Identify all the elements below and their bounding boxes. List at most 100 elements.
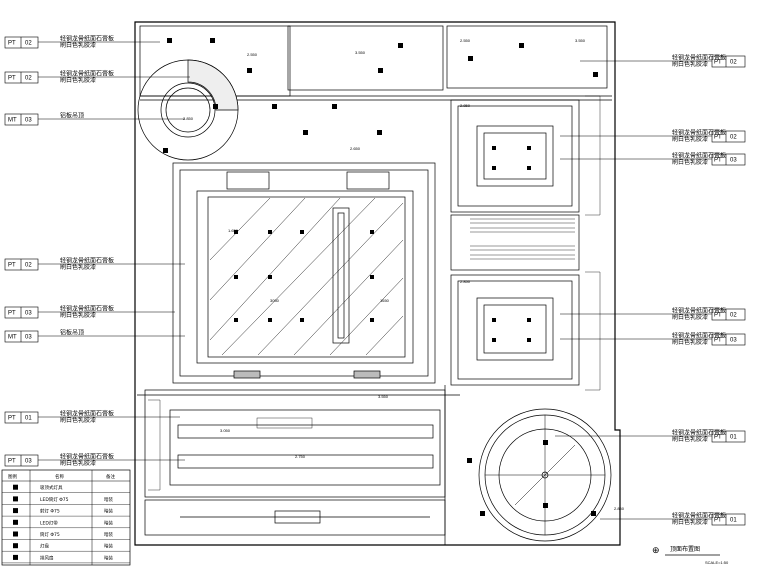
dim-label: 1.650 bbox=[228, 228, 239, 233]
legend-name: 吸顶式灯具 bbox=[40, 484, 63, 491]
tag-note: 轻钢龙骨纸面石膏板 bbox=[672, 129, 726, 137]
legend-row: 排风扇暗装 bbox=[2, 554, 130, 564]
legend-header-note: 备注 bbox=[106, 473, 115, 480]
tag-note: 轻钢龙骨纸面石膏板 bbox=[60, 305, 114, 313]
tag-code: PT bbox=[8, 459, 16, 465]
tag-note: 轻钢龙骨纸面石膏板 bbox=[672, 512, 726, 520]
tag-subnote: 刷白色乳胶漆 bbox=[672, 518, 708, 526]
legend-note: 暗装 bbox=[104, 554, 113, 561]
dim-label: 2.750 bbox=[295, 454, 306, 459]
legend-row: LED灯带暗装 bbox=[2, 519, 130, 528]
tag-code: PT bbox=[8, 263, 16, 269]
tag-subnote: 刷白色乳胶漆 bbox=[60, 263, 96, 271]
legend-header-name: 名称 bbox=[55, 473, 64, 480]
dim-label: 2.850 bbox=[614, 506, 625, 511]
legend-note: 暗装 bbox=[104, 531, 113, 538]
dim-label: 2.550 bbox=[247, 52, 258, 57]
tag-note: 轻钢龙骨纸面石膏板 bbox=[672, 152, 726, 160]
dim-label: 2.850 bbox=[460, 279, 471, 284]
tag-note: 轻钢龙骨纸面石膏板 bbox=[60, 257, 114, 265]
tag-code: MT bbox=[8, 118, 17, 124]
tag-code: PT bbox=[714, 313, 722, 319]
legend-name: 筒灯 Φ75 bbox=[40, 531, 60, 538]
legend-row: 筒灯 Φ75 暗装 bbox=[2, 531, 130, 540]
tag-code: PT bbox=[8, 41, 16, 47]
tag-subnote: 刷白色乳胶漆 bbox=[60, 459, 96, 467]
dim-label: 2.650 bbox=[350, 146, 361, 151]
dim-label: 1650 bbox=[380, 298, 390, 303]
legend-name: 灯盘 bbox=[40, 543, 49, 550]
tag-note: 铝板吊顶 bbox=[60, 329, 84, 337]
legend-symbol bbox=[13, 531, 18, 537]
tag-subnote: 刷白色乳胶漆 bbox=[672, 338, 708, 346]
legend-symbol bbox=[13, 496, 18, 502]
tag-number: 03 bbox=[25, 335, 32, 341]
tag-code: PT bbox=[8, 416, 16, 422]
dim-label: 2.850 bbox=[183, 116, 194, 121]
tag-note: 轻钢龙骨纸面石膏板 bbox=[672, 307, 726, 315]
tag-code: PT bbox=[714, 135, 722, 141]
tag-note: 铝板吊顶 bbox=[60, 112, 84, 120]
tag-note: 轻钢龙骨纸面石膏板 bbox=[60, 35, 114, 43]
tag-subnote: 刷白色乳胶漆 bbox=[672, 60, 708, 68]
legend-row: 吸顶式灯具 bbox=[2, 484, 130, 493]
tag-code: PT bbox=[8, 311, 16, 317]
tag-note: 轻钢龙骨纸面石膏板 bbox=[60, 410, 114, 418]
dim-label: 3.550 bbox=[575, 38, 586, 43]
legend-name: 射灯 Φ75 bbox=[40, 508, 60, 515]
legend-symbol bbox=[13, 554, 18, 560]
dim-label: 2.850 bbox=[460, 103, 471, 108]
tag-note: 轻钢龙骨纸面石膏板 bbox=[60, 70, 114, 78]
tag-note: 轻钢龙骨纸面石膏板 bbox=[672, 429, 726, 437]
tag-number: 02 bbox=[730, 135, 737, 141]
dim-label: 3.550 bbox=[355, 50, 366, 55]
dim-label: 2.550 bbox=[460, 38, 471, 43]
legend-symbol bbox=[13, 519, 18, 525]
tag-number: 03 bbox=[25, 311, 32, 317]
tag-code: PT bbox=[8, 76, 16, 82]
tag-subnote: 刷白色乳胶漆 bbox=[672, 135, 708, 143]
dim-label: 3050 bbox=[270, 298, 280, 303]
legend-note: 暗装 bbox=[104, 508, 113, 515]
legend-name: LED灯带 bbox=[40, 519, 58, 526]
tag-number: 03 bbox=[730, 338, 737, 344]
legend-note: 暗装 bbox=[104, 496, 113, 503]
tag-code: PT bbox=[714, 435, 722, 441]
tag-number: 03 bbox=[25, 459, 32, 465]
tag-number: 03 bbox=[730, 158, 737, 164]
tag-code: PT bbox=[714, 158, 722, 164]
tag-number: 01 bbox=[730, 518, 737, 524]
tag-subnote: 刷白色乳胶漆 bbox=[60, 311, 96, 319]
tag-subnote: 刷白色乳胶漆 bbox=[672, 313, 708, 321]
legend-name: LED筒灯 Φ75 bbox=[40, 496, 69, 503]
tag-number: 03 bbox=[25, 118, 32, 124]
legend-symbol bbox=[13, 508, 18, 514]
tag-subnote: 刷白色乳胶漆 bbox=[60, 41, 96, 49]
drawing-title: 顶面布置图 bbox=[670, 545, 700, 553]
legend-row: LED筒灯 Φ75 暗装 bbox=[2, 496, 130, 505]
tag-number: 01 bbox=[730, 435, 737, 441]
legend-header-symbol: 图例 bbox=[8, 473, 17, 480]
drawing-scale: SCALE=1:50 bbox=[705, 560, 729, 565]
tag-code: PT bbox=[714, 60, 722, 66]
tag-number: 01 bbox=[25, 416, 32, 422]
tag-subnote: 刷白色乳胶漆 bbox=[60, 416, 96, 424]
legend-symbol bbox=[13, 484, 18, 490]
tag-number: 02 bbox=[25, 263, 32, 269]
tag-number: 02 bbox=[25, 76, 32, 82]
legend-row: 射灯 Φ75 暗装 bbox=[2, 508, 130, 517]
